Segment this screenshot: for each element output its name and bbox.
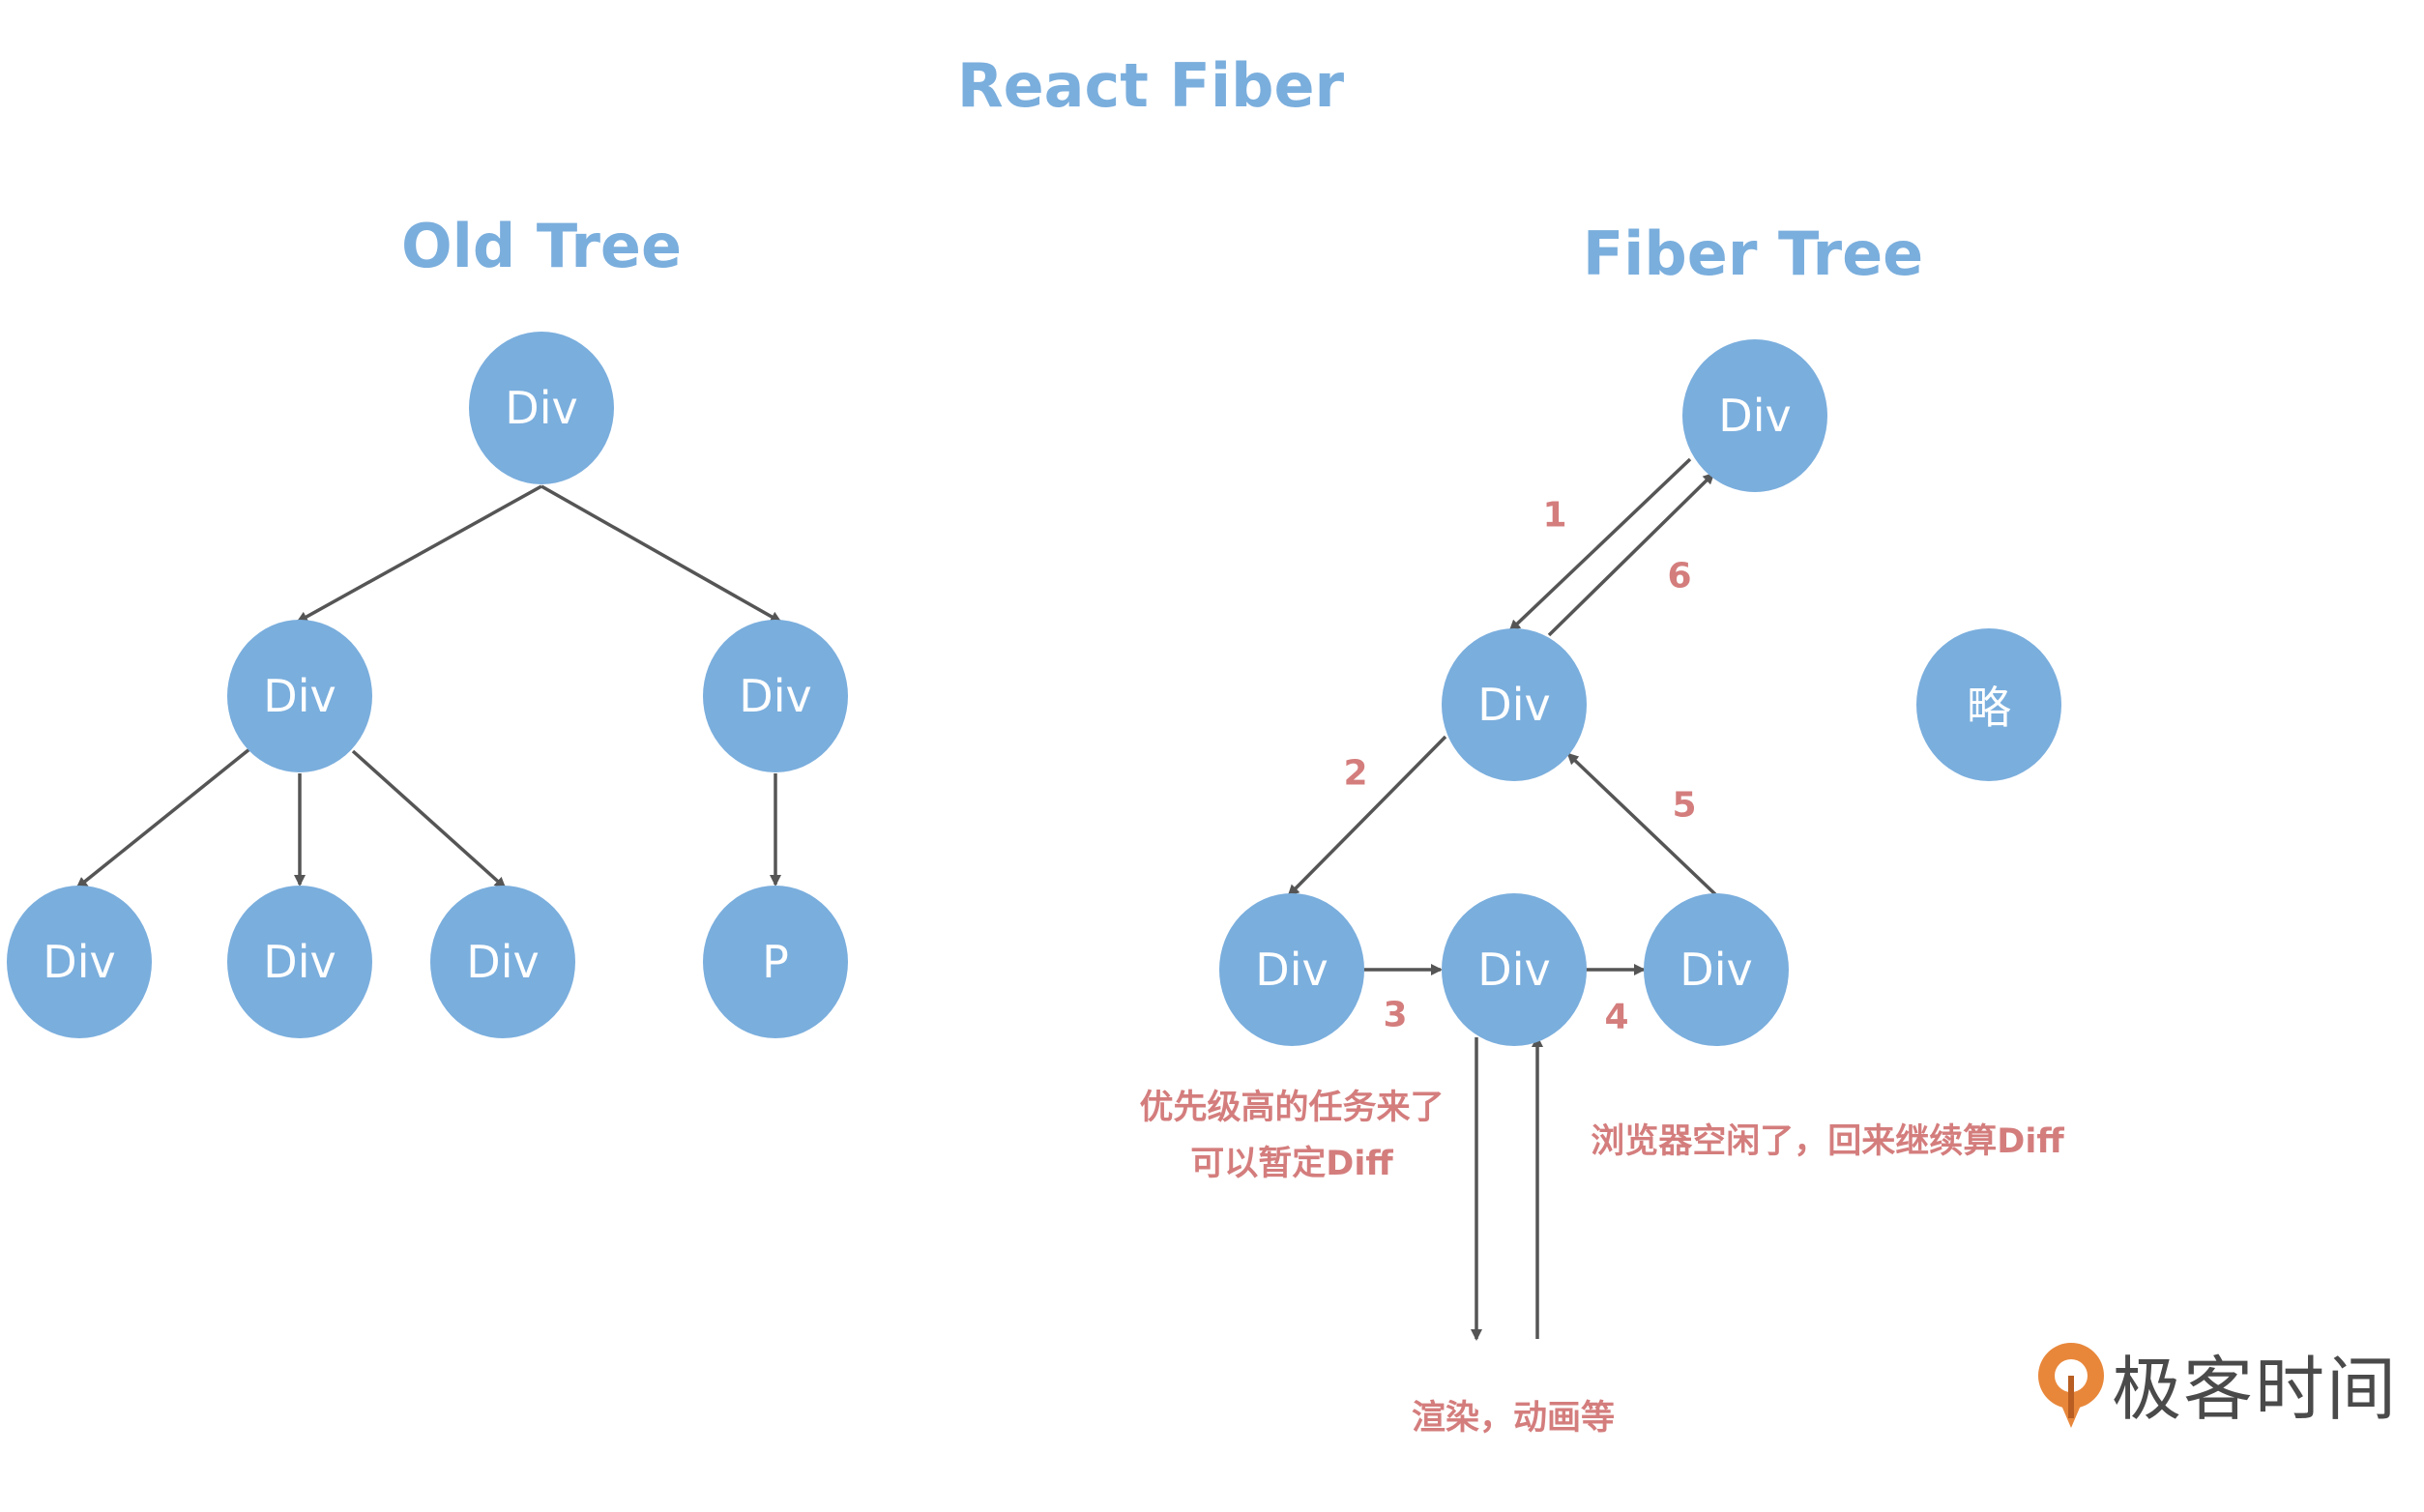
step-label-6: 6 — [1667, 556, 1692, 596]
step-label-2: 2 — [1343, 753, 1368, 794]
interrupt-note-line2: 可以暂定Diff — [1190, 1145, 1393, 1183]
fiber-root-node: Div — [1682, 339, 1827, 492]
step-label-3: 3 — [1383, 995, 1408, 1035]
interrupt-note-line1: 优先级高的任务来了 — [1139, 1089, 1445, 1127]
old-edge-root-right — [540, 484, 782, 624]
fiber-child3-node: Div — [1644, 893, 1789, 1046]
brand-logo: 极客时间 — [2030, 1332, 2398, 1434]
old-right-node: Div — [703, 620, 848, 772]
fiber-child2-node: Div — [1442, 893, 1587, 1046]
fiber-edge-2 — [1287, 735, 1447, 897]
old-edge-left-leaf1 — [75, 747, 251, 889]
old-leaf4-node: P — [703, 886, 848, 1038]
old-leaf3-node: Div — [430, 886, 575, 1038]
fiber-edge-5 — [1566, 752, 1717, 896]
fiber-omitted-node: 略 — [1916, 628, 2061, 781]
render-note: 渲染，动画等 — [1411, 1399, 1616, 1438]
fiber-mid-node: Div — [1442, 628, 1587, 781]
fiber-edge-6 — [1547, 472, 1715, 637]
logo-mark-icon — [2038, 1342, 2104, 1428]
step-label-5: 5 — [1672, 785, 1697, 826]
logo-text: 极客时间 — [2112, 1349, 2399, 1430]
step-label-1: 1 — [1542, 495, 1567, 536]
old-root-node: Div — [469, 332, 614, 484]
fiber-edge-1 — [1508, 457, 1692, 632]
interrupt-note: 优先级高的任务来了 可以暂定Diff — [1139, 1080, 1444, 1192]
fiber-child1-node: Div — [1219, 893, 1364, 1046]
old-edge-left-leaf3 — [351, 749, 507, 889]
old-left-node: Div — [227, 620, 372, 772]
resume-note: 浏览器空闲了，回来继续算Diff — [1591, 1122, 2064, 1161]
old-tree-heading: Old Tree — [400, 211, 683, 281]
fiber-tree-heading: Fiber Tree — [1582, 218, 1924, 289]
old-leaf2-node: Div — [227, 886, 372, 1038]
page-title: React Fiber — [956, 50, 1345, 121]
step-label-4: 4 — [1604, 997, 1629, 1037]
old-leaf1-node: Div — [7, 886, 152, 1038]
old-edge-root-left — [296, 484, 542, 624]
